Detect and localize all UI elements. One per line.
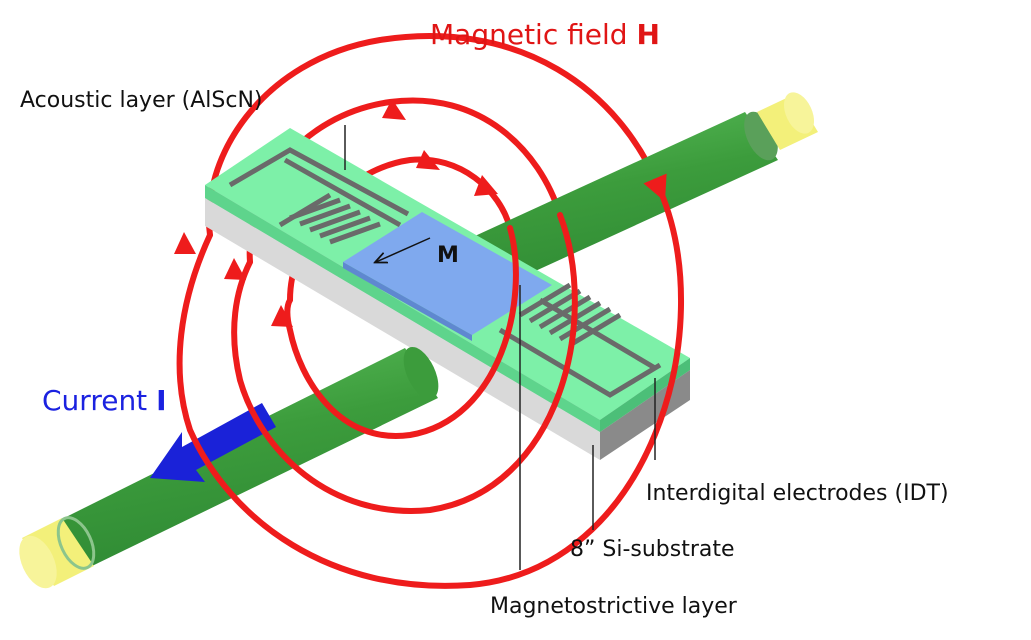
label-current: Current I: [42, 384, 167, 417]
label-current-symbol: I: [156, 384, 166, 417]
conductor-far: [440, 92, 818, 300]
field-arrowhead-6: [271, 305, 293, 327]
label-substrate: 8” Si-substrate: [570, 537, 735, 562]
conductor-near-join: [403, 346, 439, 400]
conductor-near: [19, 346, 439, 589]
label-idt: Interdigital electrodes (IDT): [646, 481, 949, 506]
conductor-near-body: [60, 348, 438, 566]
field-arrowhead-2: [416, 150, 440, 170]
acoustic-layer-side: [600, 358, 690, 432]
field-arrowhead-4: [174, 232, 196, 254]
field-arrowhead-5: [224, 258, 246, 280]
idt-left: [228, 147, 410, 245]
conductor-tip-near: [22, 518, 94, 586]
current-direction-arrow: [150, 403, 276, 482]
field-loop-outer-back: [205, 33, 663, 238]
conductor-tip-far-cap: [783, 92, 815, 134]
magnetostrictive-top: [343, 212, 552, 335]
label-magnetic-field-symbol: H: [636, 18, 659, 51]
label-acoustic-layer: Acoustic layer (AlScN): [20, 88, 262, 113]
label-magnetic-field: Magnetic field H: [430, 18, 660, 51]
label-magnetization: M: [437, 243, 459, 268]
magnetostrictive-edge: [343, 262, 472, 341]
label-magnetostrictive: Magnetostrictive layer: [490, 594, 738, 619]
leader-lines: [344, 125, 656, 570]
field-loop-outer-front: [176, 173, 685, 589]
field-arrowhead-3: [474, 175, 498, 196]
magnetostrictive-layer: [343, 212, 552, 341]
conductor-tip-near-ring: [56, 516, 96, 570]
field-arrowhead-1: [382, 99, 406, 120]
substrate-front-face: [205, 198, 600, 460]
magnetization-arrow: [376, 237, 431, 262]
conductor-far-body: [440, 112, 778, 300]
field-loop-middle-front: [231, 212, 578, 514]
acoustic-layer-front: [205, 185, 600, 432]
conductor-tip-near-cap: [19, 535, 57, 589]
field-arrowheads: [174, 99, 498, 327]
idt-right: [498, 282, 662, 398]
